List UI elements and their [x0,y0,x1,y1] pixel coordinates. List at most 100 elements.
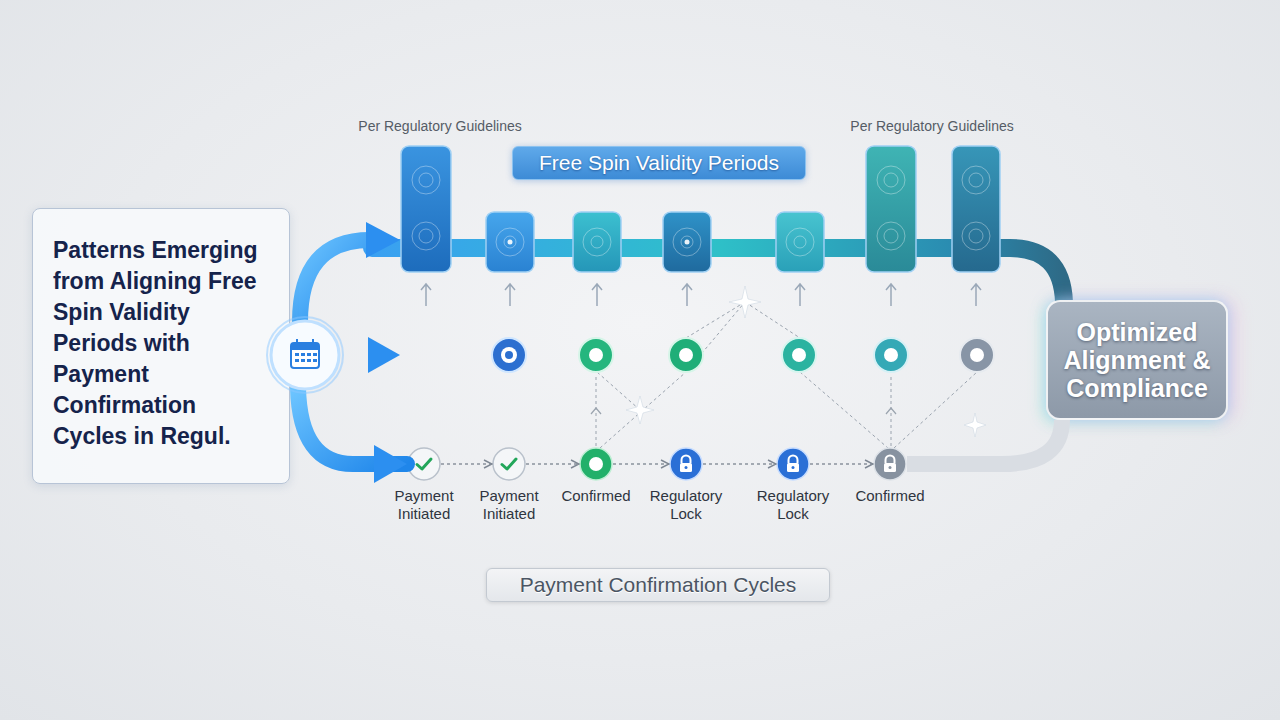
tile-glow [685,240,690,245]
guideline-label: Per Regulatory Guidelines [358,118,521,134]
tile-pattern [877,166,905,194]
track-dot [679,348,693,362]
sparkle [964,413,986,437]
check-icon [417,459,431,469]
tile-pattern [969,229,983,243]
up-arrow [971,284,981,306]
step-circle: Payment Initiated [492,447,526,481]
connector [526,463,579,464]
track-dot [492,338,994,372]
up-arrow [886,284,896,306]
connector [441,463,492,464]
flow-arrow [366,222,400,258]
lock-icon [787,463,799,472]
calendar-icon [291,343,319,368]
confirmed-icon [589,457,603,471]
step-circle: Confirmed [579,447,613,481]
step-circle: Confirmed [873,447,907,481]
check-icon [502,459,516,469]
node-text: Payment Confirmation Cycles [520,573,797,597]
validity-tile [866,146,916,272]
dashed-link [596,374,597,446]
tile-pattern [794,236,806,248]
calendar-icon [295,353,317,362]
lock-icon [680,463,692,472]
track-dot [970,348,984,362]
dashed-link [745,302,800,338]
calendar-icon [271,321,339,389]
calendar-icon [307,353,311,356]
sparkle [729,286,761,318]
node-text: Regulatory Lock [752,487,834,523]
dashed-arrowhead [591,408,601,414]
dashed-arrowhead [886,408,896,414]
tile-pattern [419,173,433,187]
dashed-link [686,302,745,338]
connector [613,463,669,464]
connector [907,420,1062,464]
tile-glow [508,240,690,245]
track-dot [884,348,898,362]
validity-tile [952,146,1000,272]
tile-pattern [884,229,898,243]
tile-pattern [583,228,611,256]
section-heading: Payment Confirmation Cycles [486,568,830,602]
validity-tile [776,212,824,272]
lock-icon [886,456,895,463]
node-text: Payment Initiated [468,487,550,523]
calendar-icon [297,339,313,346]
confirmed-icon [579,447,613,481]
tile-pattern [412,222,440,250]
tile-pattern [419,229,433,243]
up-arrow [505,284,515,306]
track-dot [589,348,603,362]
up-arrow [421,284,431,306]
up-arrow [421,284,981,306]
flow-arrow [300,240,370,322]
guideline-label: Per Regulatory Guidelines [850,118,1013,134]
node-text: Payment Initiated [383,487,465,523]
track-dot [792,348,806,362]
node-text: Confirmed [849,487,931,505]
result-box: Optimized Alignment & Compliance [1046,300,1228,420]
node-text: Free Spin Validity Periods [539,151,779,175]
lock-icon [682,456,691,463]
track-dot [501,347,517,363]
edge-group [298,388,1062,464]
tile-pattern [412,166,440,194]
calendar-icon [295,359,299,362]
track-dot [669,338,703,372]
calendar-icon [307,359,311,362]
tile-pattern [786,228,814,256]
check-icon [493,448,525,480]
dashed-link [894,372,977,448]
lock-icon [873,447,907,481]
tile-pattern [877,222,905,250]
tile-pattern [969,173,983,187]
dashed-link [596,302,977,448]
lock-icon [889,466,892,469]
dashed-link [597,372,640,410]
calendar-icon [291,343,319,350]
tile-pattern [681,236,693,248]
tile-pattern [962,166,990,194]
check-icon [492,447,526,481]
node-text: Optimized Alignment & Compliance [1052,318,1222,402]
calendar-icon [313,353,317,356]
tile-pattern [673,228,701,256]
connector [810,463,873,464]
calendar-icon [313,359,317,362]
flow-arrow [368,337,400,373]
calendar-icon [267,317,343,393]
track-dot [505,351,513,359]
track-dot [579,338,613,372]
track-dot [874,338,908,372]
confirmed-icon [580,448,612,480]
dashed-link [891,374,892,446]
tile-pattern [884,173,898,187]
lock-icon [669,447,703,481]
title-panel: Patterns Emerging from Aligning Free Spi… [32,208,290,484]
lock-icon [874,448,906,480]
